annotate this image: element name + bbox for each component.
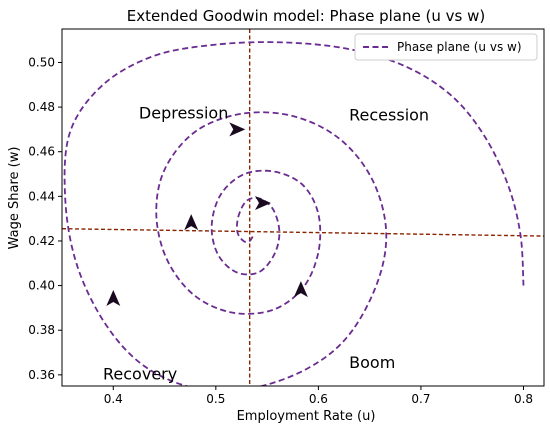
y-tick-label: 0.46	[28, 145, 55, 159]
x-tick-label: 0.7	[411, 392, 430, 406]
x-tick-label: 0.4	[104, 392, 123, 406]
x-tick-label: 0.5	[206, 392, 225, 406]
direction-arrow	[293, 281, 308, 298]
plot-frame	[61, 28, 545, 387]
y-tick-label: 0.48	[28, 100, 55, 114]
region-label: Depression	[139, 103, 228, 122]
y-tick-label: 0.36	[28, 368, 55, 382]
direction-arrow	[106, 290, 121, 306]
x-tick-label: 0.8	[514, 392, 533, 406]
legend-box	[354, 33, 538, 61]
legend: Phase plane (u vs w)	[354, 33, 538, 61]
region-label: Recession	[349, 105, 429, 124]
direction-arrow	[184, 214, 199, 231]
direction-arrow	[229, 122, 246, 137]
x-tick-label: 0.6	[309, 392, 328, 406]
y-tick-label: 0.40	[28, 279, 55, 293]
region-label: Recovery	[103, 364, 177, 383]
y-tick-label: 0.50	[28, 55, 55, 69]
y-tick-label: 0.38	[28, 323, 55, 337]
legend-label: Phase plane (u vs w)	[397, 40, 522, 54]
x-axis-label: Employment Rate (u)	[237, 409, 376, 424]
y-axis-label: Wage Share (w)	[7, 147, 22, 250]
y-tick-label: 0.44	[28, 189, 55, 203]
reference-line-sloped	[62, 227, 544, 237]
region-label: Boom	[349, 353, 395, 372]
y-tick-label: 0.42	[28, 234, 55, 248]
direction-arrow	[255, 196, 271, 210]
series-line-0	[63, 41, 525, 386]
chart-title: Extended Goodwin model: Phase plane (u v…	[127, 7, 485, 25]
